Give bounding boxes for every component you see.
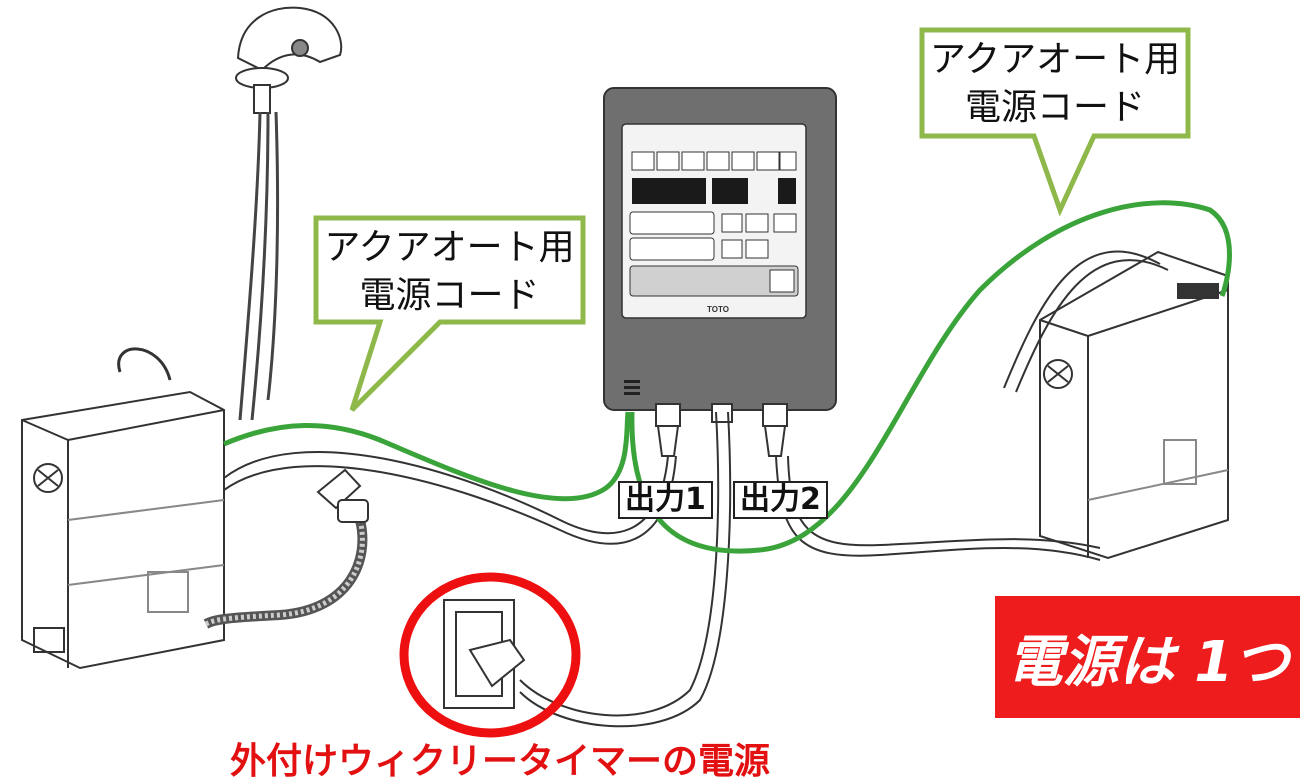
outlet-highlight-circle (399, 572, 581, 738)
right-callout-line1: アクアオート用 (929, 39, 1181, 80)
hose-fitting (316, 468, 369, 523)
flexible-hose (203, 518, 368, 629)
left-callout-line2: 電源コード (359, 275, 540, 316)
faucet-cables (238, 111, 280, 421)
left-valve-unit (21, 347, 225, 670)
timer-control-panel: TOTO (603, 87, 837, 457)
right-callout-text: アクアオート用 電源コード (922, 36, 1188, 132)
left-callout-line1: アクアオート用 (324, 227, 575, 268)
right-valve-unit (1039, 250, 1229, 560)
output-1-label: 出力1 (618, 481, 713, 519)
panel-brand-text: TOTO (707, 305, 729, 314)
faucet-sensor-illustration (235, 6, 343, 114)
wall-outlet-illustration (443, 599, 526, 709)
right-callout-line2: 電源コード (964, 87, 1145, 128)
single-power-badge: 電源は 1つ (995, 596, 1300, 718)
right-callout-bubble (919, 27, 1191, 217)
left-callout-bubble (313, 215, 586, 412)
left-callout-text: アクアオート用 電源コード (316, 224, 583, 320)
outlet-caption: 外付けウィクリータイマーの電源 (229, 741, 770, 782)
aqua-auto-power-cord (223, 200, 1232, 554)
output-2-label: 出力2 (733, 481, 828, 519)
